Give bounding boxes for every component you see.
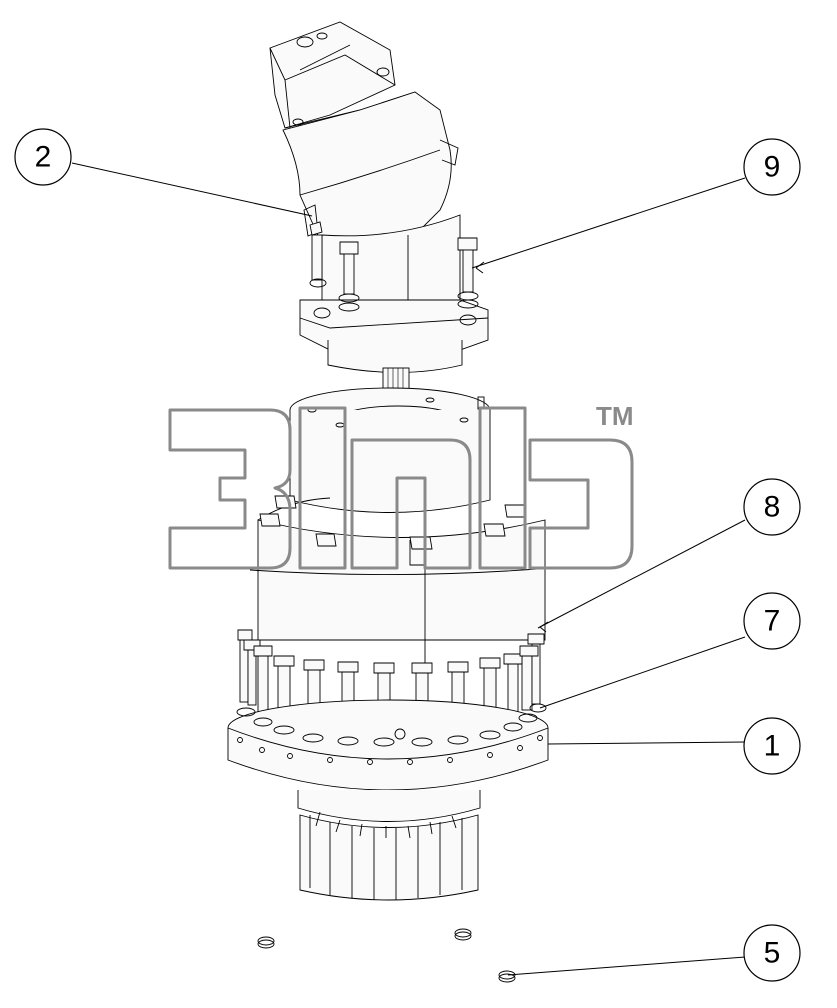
callout-leaders [71,162,746,976]
callout-label-8: 8 [764,491,781,524]
watermark-logo: TM [168,401,634,570]
callout-2: 2 [14,128,72,186]
callout-5: 5 [743,924,801,982]
callout-7: 7 [743,592,801,650]
callout-1: 1 [743,717,801,775]
bolt-right [457,237,479,309]
callout-label-2: 2 [35,141,52,174]
bolt-center-left [338,241,360,312]
callout-9: 9 [743,138,801,196]
callout-label-5: 5 [764,937,781,970]
hydraulic-motor [269,21,489,405]
main-flange [227,699,549,791]
gearbox-housing [249,387,551,670]
callout-label-9: 9 [764,151,781,184]
callout-8: 8 [743,478,801,536]
callout-label-1: 1 [764,730,781,763]
bolt-left [309,221,327,288]
motor-bolts [309,221,479,312]
trademark-symbol: TM [596,401,634,431]
callout-label-7: 7 [764,605,781,638]
washers-5 [257,928,516,983]
pinion-gear [297,790,481,901]
